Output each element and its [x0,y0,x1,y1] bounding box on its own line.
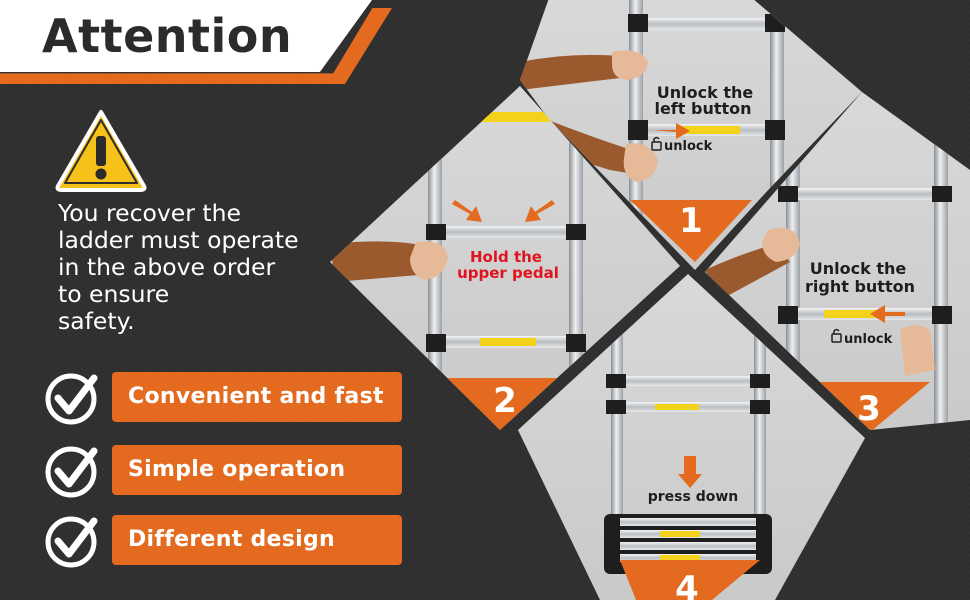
safety-notice: You recover the ladder must operate in t… [58,200,358,335]
step-3-title-line1: Unlock the [810,259,907,278]
notice-line: in the above order [58,253,276,281]
step-4-number: 4 [675,569,699,600]
feature-item: Different design [44,513,414,569]
feature-label: Simple operation [112,445,402,495]
step-1-unlock-label: unlock [664,139,713,154]
step-1-title-line2: left button [654,99,751,118]
lock-icon [831,328,842,343]
check-circle-icon [45,516,98,568]
step-2-number: 2 [493,381,517,421]
warning-icon [55,110,147,192]
feature-label: Convenient and fast [112,372,402,422]
check-circle-icon [45,373,98,425]
notice-line: ladder must operate [58,226,299,254]
feature-label: Different design [112,515,402,565]
step-2-text-line2: upper pedal [457,264,559,282]
feature-item: Convenient and fast [44,370,414,426]
page-title: Attention [42,9,293,63]
notice-line: safety. [58,307,135,335]
step-3-title-line2: right button [805,277,915,296]
step-2-text-line1: Hold the [470,248,542,266]
notice-line: to ensure [58,280,170,308]
check-circle-icon [45,446,98,498]
notice-line: You recover the [58,199,241,227]
lock-icon [651,136,662,151]
step-3-unlock-label: unlock [844,332,893,347]
step-1-number: 1 [679,201,703,241]
title-banner [0,0,372,72]
feature-item: Simple operation [44,443,414,499]
step-3-number: 3 [857,389,881,429]
step-4-text: press down [648,489,739,505]
step-1-title-line1: Unlock the [657,83,754,102]
